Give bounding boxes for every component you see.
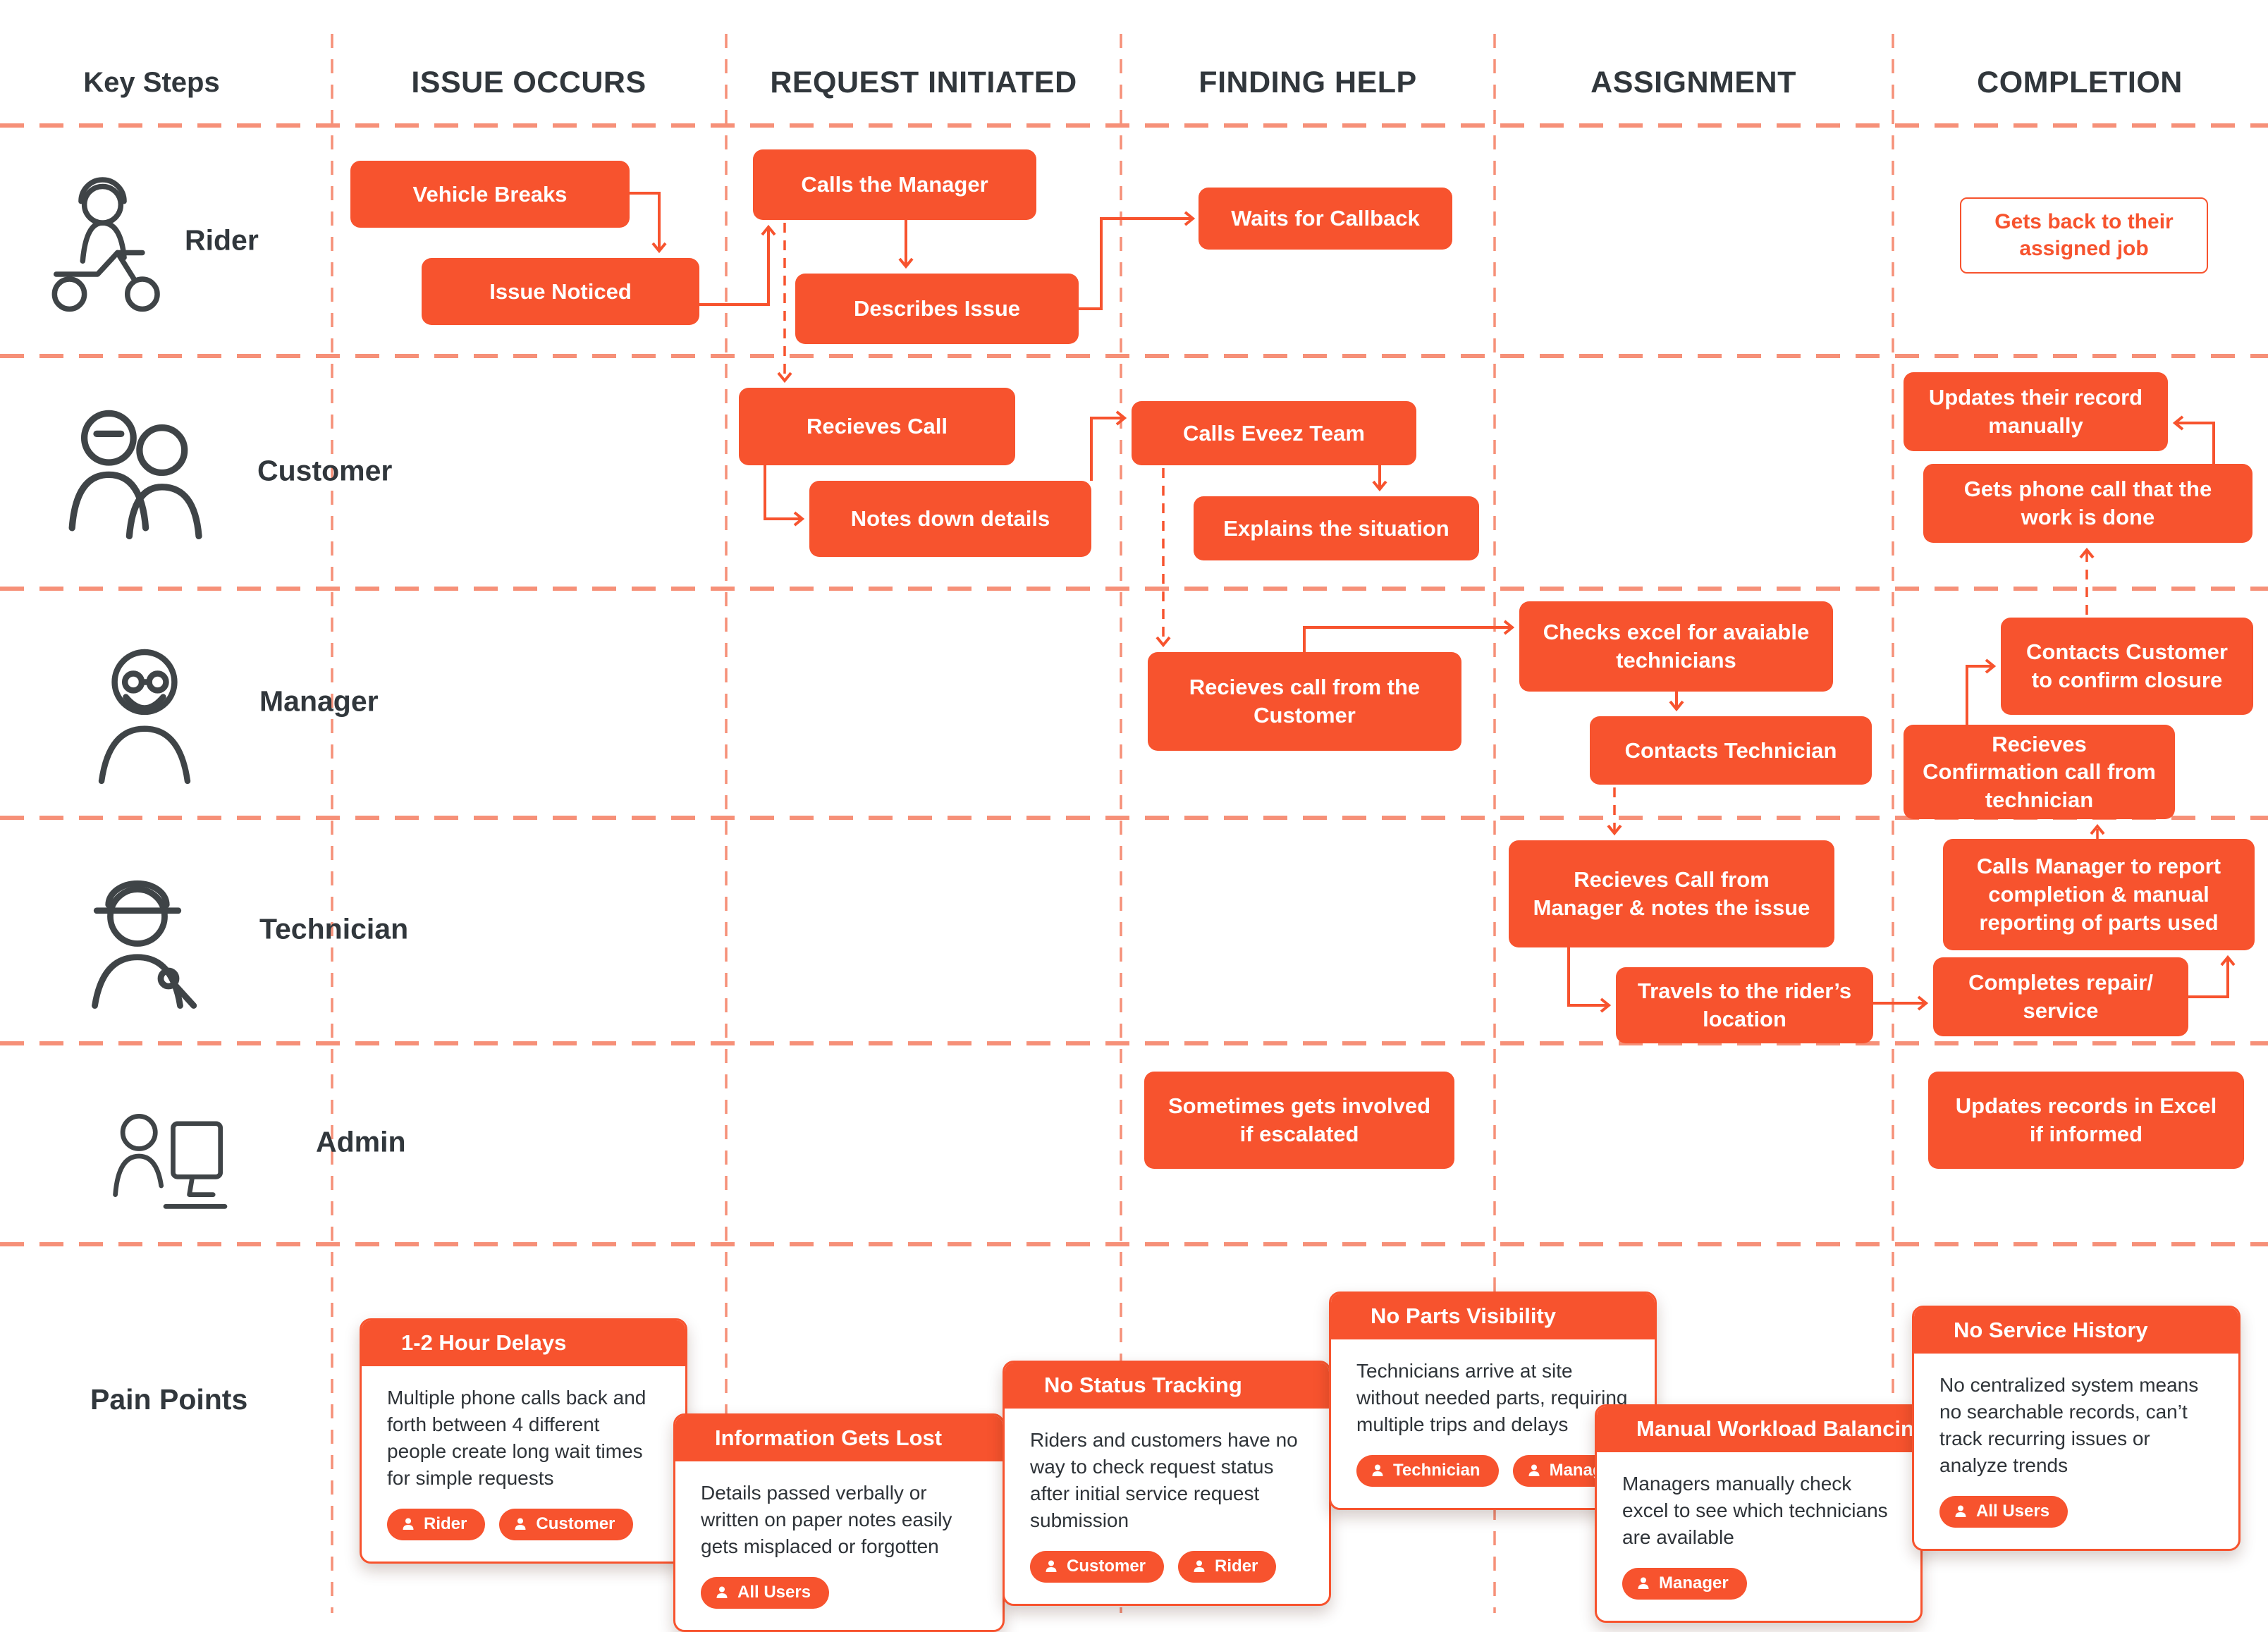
step-box-notes-down-details: Notes down details [809,481,1091,557]
connector-recieves-call-to-notes-down-details [764,465,805,527]
step-box-travels-to-location: Travels to the rider’s location [1616,967,1873,1043]
step-box-describes-issue: Describes Issue [795,274,1079,344]
pain-card-tags: All Users [1914,1479,2238,1549]
step-box-calls-eveez-team: Calls Eveez Team [1132,401,1416,465]
actor-tag-all-users: All Users [1939,1496,2068,1528]
person-icon [1046,1560,1057,1573]
person-icon [1955,1505,1966,1518]
pain-points-label: Pain Points [90,1383,248,1416]
actor-tag-label: Rider [1215,1557,1258,1576]
actor-tag-all-users: All Users [701,1577,830,1609]
pain-card-body: Details passed verbally or written on pa… [701,1482,952,1558]
column-header-1: ISSUE OCCURS [411,65,646,99]
technician-illustration [21,839,254,1033]
person-icon [1372,1464,1383,1477]
lane-label-admin: Admin [316,1125,406,1158]
actor-tag-rider: Rider [387,1509,486,1541]
step-box-recieves-call: Recieves Call [739,388,1015,465]
admin-illustration [25,1082,307,1230]
actor-tag-label: Manager [1659,1573,1729,1593]
connector-gets-phone-call-to-updates-record-manually [2172,415,2215,464]
actor-tag-label: All Users [737,1583,811,1602]
pain-card-title: 1-2 Hour Delays [362,1320,685,1366]
actor-tag-customer: Customer [1030,1551,1165,1583]
person-icon [716,1586,728,1599]
step-box-recieves-call-from-customer: Recieves call from the Customer [1148,652,1461,751]
step-box-vehicle-breaks: Vehicle Breaks [350,161,630,228]
actor-tag-customer: Customer [499,1509,634,1541]
step-box-calls-manager-report: Calls Manager to report completion & man… [1943,839,2255,950]
step-box-contacts-technician: Contacts Technician [1590,716,1872,785]
actor-tag-label: Technician [1393,1461,1481,1480]
column-header-4: ASSIGNMENT [1590,65,1796,99]
lane-label-technician: Technician [259,912,409,945]
step-box-contacts-customer-closure: Contacts Customer to confirm closure [2001,618,2253,715]
pain-card-body: Riders and customers have no way to chec… [1030,1429,1298,1532]
step-box-updates-record-manually: Updates their record manually [1904,372,2168,451]
person-icon [1528,1464,1540,1477]
pain-card-5: No Service History No centralized system … [1912,1306,2241,1552]
step-box-gets-back-to-job: Gets back to their assigned job [1960,197,2208,274]
pain-card-title: No Service History [1914,1308,2238,1354]
column-header-2: REQUEST INITIATED [770,65,1077,99]
lane-label-manager: Manager [259,685,379,718]
connector-describes-issue-to-waits-for-callback [1079,211,1196,310]
column-header-3: FINDING HELP [1199,65,1417,99]
lane-label-rider: Rider [185,223,259,257]
actor-tag-technician: Technician [1356,1455,1499,1487]
step-box-explains-the-situation: Explains the situation [1194,496,1479,560]
connector-recieves-call-from-manager-to-travels-to-location [1567,947,1612,1013]
step-box-checks-excel: Checks excel for avaiable technicians [1519,601,1833,692]
pain-card-tags: All Users [675,1560,1003,1630]
person-icon [515,1518,526,1530]
step-box-updates-records-excel: Updates records in Excel if informed [1928,1072,2244,1169]
person-icon [403,1518,414,1530]
manager-illustration [39,620,250,807]
pain-card-title: No Parts Visibility [1331,1294,1655,1339]
pain-card-tags: Customer Rider [1005,1534,1329,1604]
actor-tag-label: Rider [424,1514,467,1534]
customer-illustration [25,381,250,585]
pain-card-tags: Rider Customer [362,1492,685,1562]
step-box-waits-for-callback: Waits for Callback [1199,188,1452,250]
connector-vehicle-breaks-to-issue-noticed [630,192,667,254]
pain-card-title: No Status Tracking [1005,1363,1329,1409]
actor-tag-label: Customer [536,1514,615,1534]
connector-recieves-confirmation-to-contacts-customer-closure [1966,658,1997,725]
lane-label-customer: Customer [257,454,393,487]
actor-tag-label: Customer [1067,1557,1146,1576]
pain-card-tags: Manager [1597,1551,1920,1621]
pain-card-body: Multiple phone calls back and forth betw… [387,1387,646,1490]
column-header-5: COMPLETION [1977,65,2183,99]
actor-tag-rider: Rider [1178,1551,1277,1583]
step-box-completes-repair: Completes repair/ service [1933,957,2188,1036]
pain-card-body: Technicians arrive at site without neede… [1356,1360,1628,1436]
column-header-0: Key Steps [83,66,220,98]
connector-completes-repair-to-calls-manager-report [2188,955,2236,998]
step-box-recieves-confirmation: Recieves Confirmation call from technici… [1904,725,2175,819]
connector-issue-noticed-to-calls-the-manager [699,224,776,306]
person-icon [1638,1577,1649,1590]
person-icon [1194,1560,1205,1573]
step-box-recieves-call-from-manager: Recieves Call from Manager & notes the i… [1509,840,1834,947]
step-box-calls-the-manager: Calls the Manager [753,149,1036,220]
connector-notes-down-details-to-calls-eveez-team [1090,410,1127,481]
pain-card-title: Information Gets Lost [675,1416,1003,1461]
pain-card-body: No centralized system means no searchabl… [1939,1374,2199,1477]
actor-tag-label: All Users [1976,1502,2050,1521]
rider-illustration [20,157,185,326]
step-box-issue-noticed: Issue Noticed [422,258,699,325]
pain-card-title: Manual Workload Balancing [1597,1406,1920,1452]
pain-card-body: Managers manually check excel to see whi… [1622,1473,1888,1549]
connector-recieves-call-from-customer-to-checks-excel [1303,620,1515,652]
actor-tag-manager: Manager [1622,1568,1747,1600]
step-box-gets-phone-call: Gets phone call that the work is done [1923,464,2252,543]
step-box-sometimes-involved: Sometimes gets involved if escalated [1144,1072,1454,1169]
